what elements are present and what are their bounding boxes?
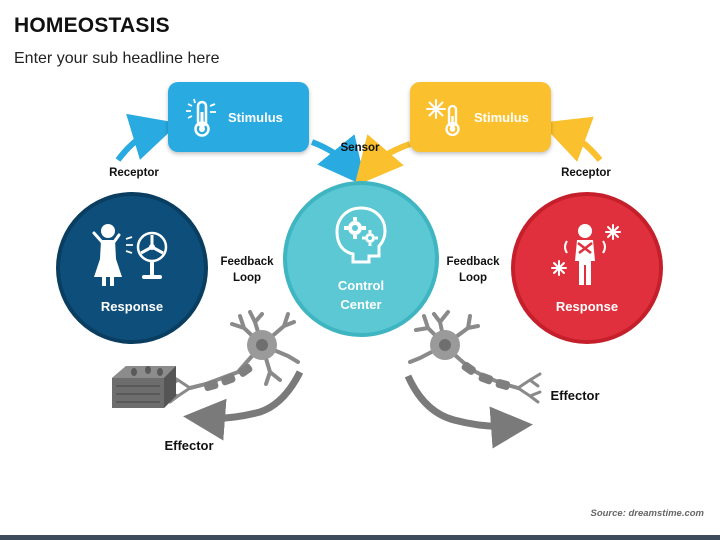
feedback-right-line1: Feedback [446,256,500,268]
page-title: HOMEOSTASIS [14,14,170,37]
receptor-arrow-left [115,113,179,162]
neuron-left-nucleus [256,339,268,351]
control-center-label-2: Center [340,297,382,312]
feedback-loop-label-right: Feedback Loop [438,254,508,286]
thermometer-cold-icon [426,99,460,137]
receptor-label-left: Receptor [109,167,159,179]
feedback-loop-label-left: Feedback Loop [212,254,282,286]
feedback-right-line2: Loop [458,272,488,284]
effector-label-right: Effector [550,388,600,403]
control-center-label-1: Control [337,278,385,293]
neuron-left-axon-segments [203,363,253,391]
sensor-arrow-right [354,134,412,187]
neuron-right-axon-segments [461,361,511,390]
response-label-right: Response [555,298,619,314]
receptor-label-right: Receptor [561,167,611,179]
sensor-arrow-left [310,134,367,187]
stimulus-box-left: Stimulus [168,82,309,152]
stimulus-label-right: Stimulus [474,109,529,125]
skin-tissue-icon [112,366,176,408]
feedback-left-line1: Feedback [220,256,274,268]
neuron-right-nucleus [439,339,451,351]
effector-label-left: Effector [164,438,214,453]
neuron-right-icon [408,310,542,404]
control-center-circle: Control Center [283,181,439,337]
effector-arrow-right [404,374,533,449]
bottom-bar [0,535,720,540]
feedback-left-line2: Loop [232,272,262,284]
source-credit: Source: dreamstime.com [590,508,704,519]
receptor-arrow-right [540,116,603,162]
person-shivering-icon [551,223,621,285]
stimulus-label-left: Stimulus [228,109,283,125]
sensor-label: Sensor [340,142,380,154]
thermometer-hot-icon [186,98,216,137]
stimulus-box-right: Stimulus [410,82,551,152]
response-circle-left: Response [56,192,208,344]
effector-arrow-left [183,370,304,441]
response-label-left: Response [100,298,164,314]
person-fan-icon [92,223,168,286]
neuron-left-icon [166,310,300,404]
brain-gears-icon [335,206,387,264]
page-subtitle: Enter your sub headline here [14,50,220,67]
response-circle-right: Response [511,192,663,344]
